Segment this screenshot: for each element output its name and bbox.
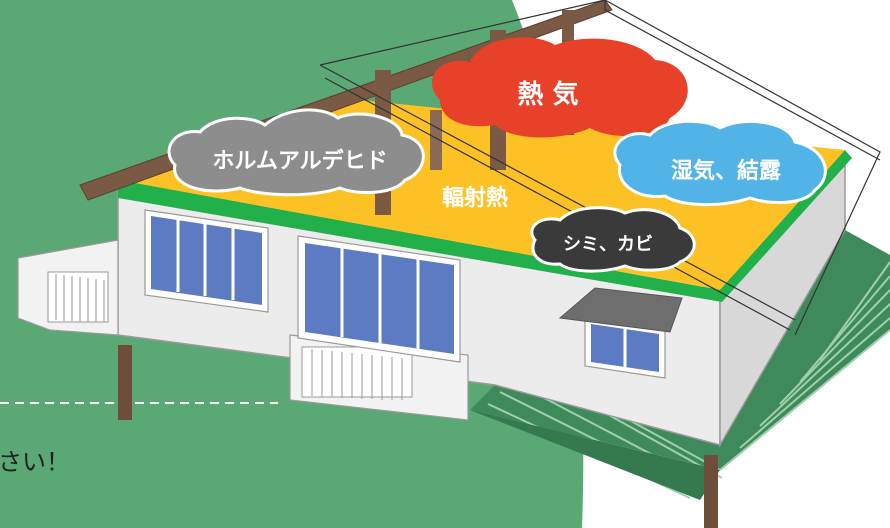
label-formaldehyde: ホルムアルデヒド: [212, 148, 387, 174]
post-left: [118, 345, 132, 420]
humidity-cloud: [613, 119, 827, 206]
caption-text: さい！: [0, 448, 70, 476]
window-left: [144, 209, 269, 313]
window-small: [558, 287, 683, 379]
label-radiant-heat: 輻射熱: [442, 185, 508, 211]
post-right: [704, 455, 718, 528]
window-center: [297, 235, 461, 363]
label-mold: シミ、カビ: [563, 234, 653, 255]
heat-cloud: [431, 37, 688, 138]
left-balcony: [17, 239, 119, 336]
label-heat: 熱 気: [517, 79, 578, 110]
formaldehyde-cloud: [167, 108, 425, 197]
roof-frame-lines: [319, 0, 881, 336]
mold-cloud: [530, 206, 696, 273]
label-humidity: 湿気、結露: [671, 158, 782, 184]
window-awning: [558, 287, 683, 333]
